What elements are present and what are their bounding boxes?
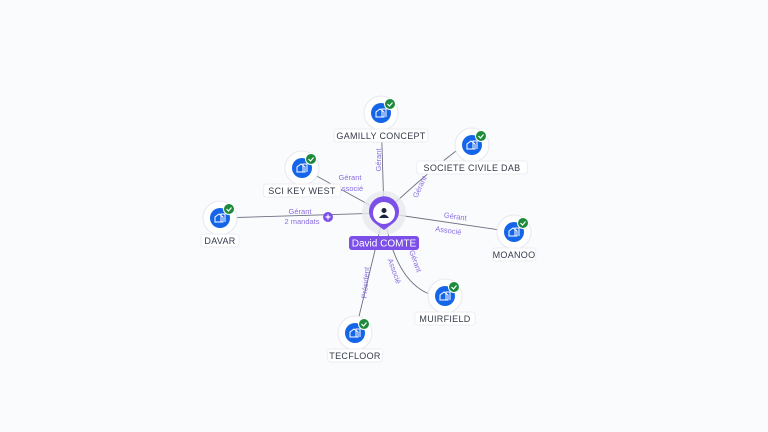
company-label-bg — [262, 183, 342, 198]
edge-role-label: Président — [360, 266, 372, 299]
verified-icon — [448, 281, 460, 293]
verified-icon — [475, 130, 487, 142]
building-icon — [508, 227, 520, 237]
check-icon — [308, 157, 314, 162]
verified-icon — [305, 153, 317, 165]
plus-icon — [325, 214, 331, 220]
company-label-bg — [414, 311, 476, 326]
company-node[interactable]: TECFLOOR — [327, 315, 383, 363]
edge-role-label: 2 mandats — [284, 217, 319, 226]
company-node[interactable]: MOANOO — [491, 214, 537, 262]
check-icon — [478, 134, 484, 139]
company-node[interactable]: GAMILLY CONCEPT — [333, 95, 429, 143]
check-icon — [226, 207, 232, 212]
edge-role-label: Gérant — [339, 173, 363, 182]
edge-role-label: Associé — [435, 224, 462, 237]
company-name: MUIRFIELD — [419, 314, 470, 324]
company-name: DAVAR — [204, 236, 235, 246]
edge-davar — [219, 212, 385, 219]
expand-mandates-button[interactable] — [323, 212, 333, 222]
building-icon — [375, 108, 387, 118]
person-node[interactable]: David COMTE — [349, 191, 419, 250]
check-icon — [387, 102, 393, 107]
check-icon — [451, 285, 457, 290]
company-name: MOANOO — [493, 250, 536, 260]
user-icon — [381, 208, 387, 213]
company-name: GAMILLY CONCEPT — [336, 131, 425, 141]
edge-role-label: Associé — [337, 184, 363, 193]
check-icon — [520, 221, 526, 226]
user-icon-body — [379, 214, 389, 218]
edge-role-label: Gérant — [374, 148, 383, 172]
company-label-bg — [200, 233, 240, 248]
company-label-bg — [327, 348, 383, 363]
company-node[interactable]: SOCIETE CIVILE DAB — [416, 127, 528, 175]
building-icon — [296, 163, 308, 173]
edge-role-label: Gérant — [407, 249, 424, 274]
building-icon — [349, 328, 361, 338]
verified-icon — [384, 98, 396, 110]
company-name: SOCIETE CIVILE DAB — [424, 163, 521, 173]
edge-role-label: Gérant — [443, 210, 468, 222]
verified-icon — [223, 203, 235, 215]
company-label-bg — [333, 128, 429, 143]
verified-icon — [358, 318, 370, 330]
company-node[interactable]: DAVAR — [200, 200, 240, 248]
building-icon — [439, 291, 451, 301]
company-node[interactable]: MUIRFIELD — [414, 278, 476, 326]
company-name: SCI KEY WEST — [268, 186, 336, 196]
verified-icon — [517, 217, 529, 229]
company-label-bg — [491, 247, 537, 262]
edge-role-label: Gérant — [289, 207, 313, 216]
check-icon — [361, 322, 367, 327]
person-name: David COMTE — [352, 239, 417, 250]
company-label-bg — [416, 160, 528, 175]
company-node[interactable]: SCI KEY WEST — [262, 150, 342, 198]
building-icon — [466, 140, 478, 150]
person-label-bg — [349, 236, 419, 250]
edge-role-label: Associé — [386, 257, 403, 285]
building-icon — [214, 213, 226, 223]
company-name: TECFLOOR — [329, 351, 381, 361]
